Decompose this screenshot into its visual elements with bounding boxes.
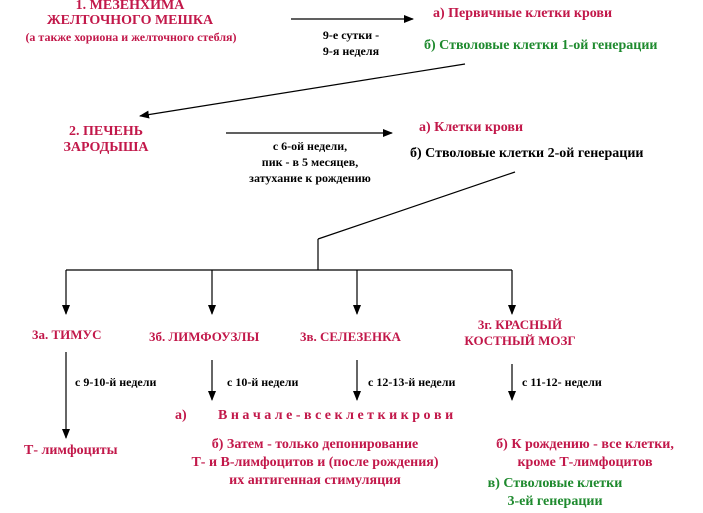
stage3v-time: с 12-13-й недели [368,375,456,389]
arrow-stage1-to-stage2 [139,63,466,119]
stage3g-title-line2: КОСТНЫЙ МОЗГ [464,333,576,348]
stage3-shared-output-b-line1: б) Затем - только депонирование [211,437,419,452]
stage3-shared-output-b-line2: Т- и В-лимфоцитов и (после рождения) [191,455,439,470]
stage3g-time: с 11-12- недели [522,375,602,389]
stage1-title-line2: ЖЕЛТОЧНОГО МЕШКА [46,13,214,28]
stage3g-output-v-line2: 3-ей генерации [507,494,603,509]
stage3-shared-output-b-line3: их антигенная стимуляция [229,473,401,488]
stage2-title-line1: 2. ПЕЧЕНЬ [69,124,143,139]
stage1-time-line1: 9-е сутки - [322,28,380,42]
stage3b-title: 3б. ЛИМФОУЗЛЫ [149,329,260,344]
line-stage2-to-tree [317,171,516,240]
stage2-title-line2: ЗАРОДЫША [63,140,149,155]
stage1-output-b: б) Стволовые клетки 1-ой генерации [424,38,658,53]
stage2-time-line1: с 6-ой недели, [272,139,348,153]
stage1-time-line2: 9-я неделя [322,44,380,58]
stage3a-title: 3а. ТИМУС [32,327,102,342]
stage1-note: (а также хориона и желточного стебля) [25,30,237,44]
stage3g-output-b-line1: б) К рождению - все клетки, [496,437,674,452]
stage3a-time: с 9-10-й недели [75,375,157,389]
stage3-shared-output-a-label: а) [175,408,187,423]
stage1-output-a: а) Первичные клетки крови [433,6,613,21]
stage3g-title-line1: 3г. КРАСНЫЙ [477,317,563,332]
stage2-time-line2: пик - в 5 месяцев, [261,155,359,169]
stage3g-output-v-line1: в) Стволовые клетки [487,476,623,491]
stage1-title-line1: 1. МЕЗЕНХИМА [75,0,185,13]
stage3b-time: с 10-й недели [227,375,299,389]
stage3a-output: Т- лимфоциты [24,443,118,458]
stage2-output-a: а) Клетки крови [419,120,524,135]
stage2-output-b: б) Стволовые клетки 2-ой генерации [410,146,644,161]
stage3g-output-b-line2: кроме Т-лимфоцитов [517,455,653,470]
stage2-time-line3: затухание к рождению [249,171,371,185]
stage3v-title: 3в. СЕЛЕЗЕНКА [300,329,401,344]
stage3-shared-output-a: В н а ч а л е - в с е к л е т к и к р о … [218,408,454,423]
